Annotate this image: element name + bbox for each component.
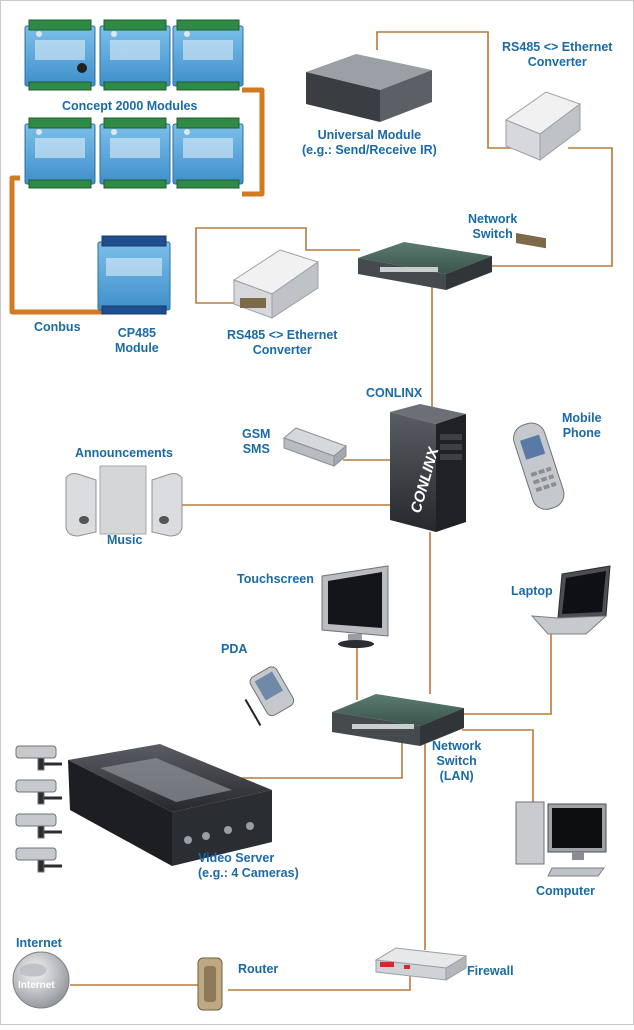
- network-switch-icon: [332, 694, 464, 746]
- label-network-switch-lan: Network Switch (LAN): [432, 739, 481, 784]
- video-server-icon: [68, 744, 272, 866]
- label-network-switch-line2: Switch: [472, 227, 513, 241]
- label-network-switch: Network Switch: [468, 212, 517, 242]
- label-mobile-phone-line2: Phone: [562, 426, 601, 440]
- label-universal-module: Universal Module (e.g.: Send/Receive IR): [302, 128, 437, 158]
- label-firewall: Firewall: [467, 964, 514, 978]
- label-laptop: Laptop: [511, 584, 553, 598]
- label-router: Router: [238, 962, 279, 976]
- security-cameras[interactable]: [15, 745, 62, 873]
- label-switch-lan-line2: Switch: [436, 754, 477, 768]
- label-rs485-mid-line2: Converter: [252, 343, 312, 357]
- cable-videoserver-to-switch: [242, 738, 403, 779]
- label-pda: PDA: [221, 642, 248, 656]
- concept-2000-modules[interactable]: [24, 19, 244, 189]
- label-switch-lan-line3: (LAN): [439, 769, 474, 783]
- universal-module[interactable]: [306, 54, 432, 122]
- internet-globe[interactable]: Internet: [12, 951, 70, 1009]
- desktop-computer[interactable]: [515, 801, 607, 877]
- network-switch-top[interactable]: [358, 242, 492, 290]
- label-gsm-sms: GSM SMS: [242, 427, 270, 457]
- pda[interactable]: [237, 665, 296, 727]
- din-rail-module-icon: [24, 19, 244, 189]
- internet-globe-icon: Internet: [12, 951, 70, 1009]
- black-box-icon: [306, 54, 432, 122]
- conbus-cable: [9, 87, 265, 315]
- label-network-switch-line1: Network: [468, 212, 518, 226]
- label-concept-2000-modules: Concept 2000 Modules: [62, 99, 198, 113]
- pda-icon: [244, 666, 295, 727]
- label-touchscreen: Touchscreen: [237, 572, 314, 586]
- cable-computer-to-switch: [462, 729, 534, 804]
- label-video-server-line2: (e.g.: 4 Cameras): [198, 866, 299, 880]
- laptop-icon: [530, 565, 611, 635]
- mobile-phone[interactable]: [510, 419, 568, 513]
- conlinx-server[interactable]: CONLINX: [390, 404, 466, 532]
- label-video-server: Video Server (e.g.: 4 Cameras): [198, 851, 299, 881]
- label-computer: Computer: [536, 884, 596, 898]
- label-universal-module-line2: (e.g.: Send/Receive IR): [302, 143, 437, 157]
- label-cp485-line2: Module: [115, 341, 159, 355]
- gsm-modem[interactable]: [283, 427, 347, 468]
- serial-converter-icon: [504, 91, 582, 249]
- label-music: Music: [107, 533, 143, 547]
- laptop[interactable]: [530, 565, 611, 635]
- network-switch-icon: [358, 242, 492, 290]
- label-mobile-phone-line1: Mobile: [562, 411, 602, 425]
- router[interactable]: [197, 957, 223, 1011]
- firewall-icon: [374, 947, 468, 981]
- cable-laptop-to-switch: [462, 634, 552, 715]
- lcd-monitor-icon: [321, 565, 389, 648]
- cable-switch-to-mid-converter: [195, 227, 360, 304]
- speakers-icon: [65, 465, 183, 537]
- tower-server-icon: CONLINX: [390, 404, 466, 532]
- din-rail-module-icon: [97, 235, 171, 315]
- security-camera-icon: [15, 745, 62, 873]
- video-server[interactable]: [68, 744, 272, 866]
- cp485-module[interactable]: [97, 235, 171, 315]
- cable-router-to-firewall: [228, 970, 411, 991]
- rs485-ethernet-converter-mid[interactable]: [232, 249, 320, 319]
- network-switch-lan[interactable]: [332, 694, 464, 746]
- serial-converter-icon: [232, 249, 320, 319]
- internet-globe-label: Internet: [18, 980, 55, 991]
- label-rs485-mid-line1: RS485 <> Ethernet: [227, 328, 338, 342]
- gsm-modem-icon: [283, 427, 347, 468]
- label-internet: Internet: [16, 936, 62, 950]
- router-icon: [197, 957, 223, 1011]
- label-conbus: Conbus: [34, 320, 81, 334]
- speakers[interactable]: [65, 465, 183, 537]
- label-rs485-top-line1: RS485 <> Ethernet: [502, 40, 613, 54]
- label-announcements: Announcements: [75, 446, 173, 460]
- network-cables: [70, 31, 613, 991]
- label-video-server-line1: Video Server: [198, 851, 275, 865]
- label-gsm-line2: SMS: [242, 442, 270, 456]
- desktop-computer-icon: [515, 801, 607, 877]
- label-rs485-converter-mid: RS485 <> Ethernet Converter: [227, 328, 337, 358]
- label-conlinx: CONLINX: [366, 386, 423, 400]
- label-universal-module-line1: Universal Module: [317, 128, 422, 142]
- rs485-ethernet-converter-top[interactable]: [504, 91, 582, 249]
- label-switch-lan-line1: Network: [432, 739, 482, 753]
- cable-converter-to-switch: [488, 147, 613, 267]
- mobile-phone-icon: [513, 422, 565, 510]
- cable-universal-to-converter: [376, 31, 513, 149]
- label-rs485-top-line2: Converter: [527, 55, 587, 69]
- label-gsm-line1: GSM: [242, 427, 271, 441]
- label-cp485-module: CP485 Module: [115, 326, 159, 356]
- label-rs485-converter-top: RS485 <> Ethernet Converter: [502, 40, 612, 70]
- firewall[interactable]: [374, 947, 468, 981]
- label-mobile-phone: Mobile Phone: [562, 411, 602, 441]
- label-cp485-line1: CP485: [117, 326, 156, 340]
- touchscreen-monitor[interactable]: [321, 565, 389, 648]
